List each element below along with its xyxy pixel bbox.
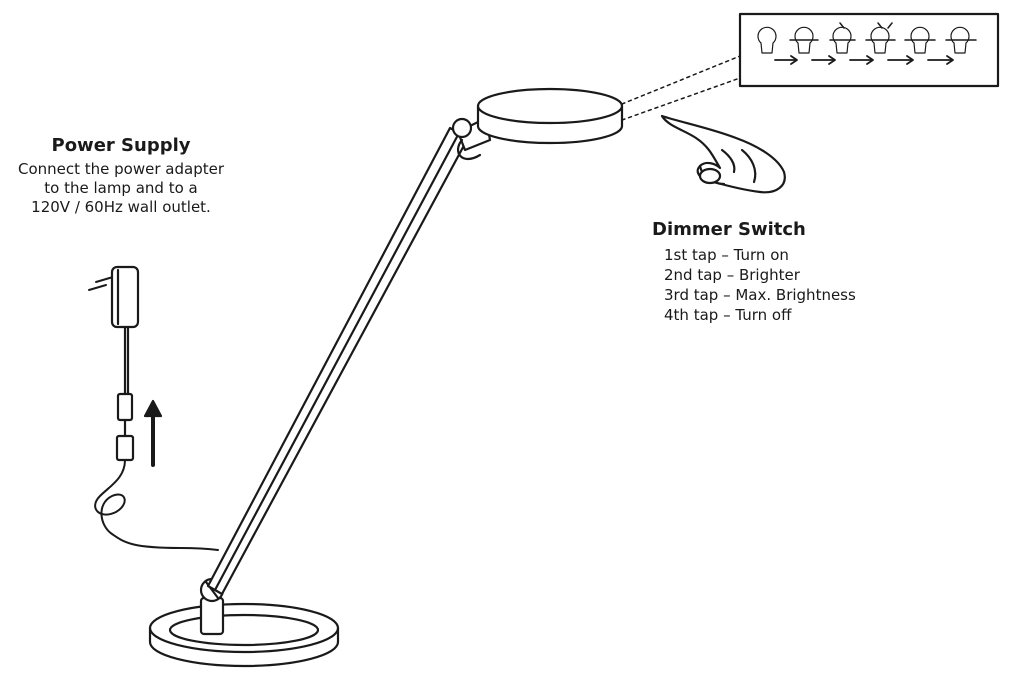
dimmer-step: 4th tap – Turn off bbox=[664, 306, 792, 324]
power-adapter bbox=[88, 265, 140, 396]
power-supply-title: Power Supply bbox=[51, 135, 191, 156]
power-supply-line: 120V / 60Hz wall outlet. bbox=[31, 198, 211, 216]
lamp-head bbox=[476, 87, 624, 145]
power-supply-label: Power Supply Connect the power adapter t… bbox=[0, 135, 242, 217]
brightness-steps-callout bbox=[738, 12, 1000, 88]
power-supply-line: Connect the power adapter bbox=[17, 160, 224, 178]
dimmer-switch-title: Dimmer Switch bbox=[652, 219, 806, 240]
dimmer-step: 3rd tap – Max. Brightness bbox=[664, 286, 856, 304]
lamp-base bbox=[148, 602, 340, 668]
lamp-lower-joint bbox=[199, 577, 225, 636]
dimmer-switch-label: Dimmer Switch 1st tap – Turn on 2nd tap … bbox=[652, 219, 952, 325]
power-cable bbox=[94, 459, 219, 551]
callout-lines bbox=[621, 55, 741, 121]
power-connector bbox=[115, 392, 135, 462]
connect-arrow bbox=[143, 399, 163, 467]
dimmer-step: 2nd tap – Brighter bbox=[664, 266, 800, 284]
lamp-arm bbox=[206, 126, 470, 596]
power-supply-line: to the lamp and to a bbox=[44, 179, 198, 197]
hand-illustration bbox=[660, 114, 786, 194]
dimmer-step: 1st tap – Turn on bbox=[664, 246, 789, 264]
